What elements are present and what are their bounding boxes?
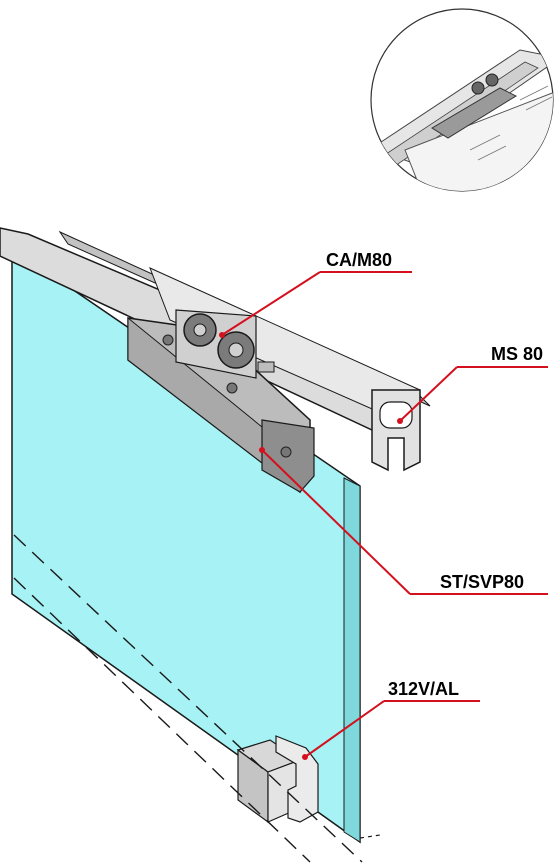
leader-track: [399, 366, 458, 422]
label-carriage: CA/M80: [326, 250, 392, 270]
leader-clamp: [261, 449, 411, 595]
leader-dot-track: [397, 418, 403, 424]
leader-dot-carriage: [219, 332, 225, 338]
leader-dot-floor-guide: [302, 754, 308, 760]
leader-dot-clamp: [259, 447, 265, 453]
leader-floor-guide: [304, 700, 385, 758]
label-floor-guide: 312V/AL: [388, 679, 459, 699]
clamp-screw: [226, 382, 238, 394]
floor-lines: [13, 534, 381, 863]
label-track: MS 80: [491, 344, 543, 364]
label-clamp: ST/SVP80: [440, 572, 524, 592]
detail-inset: [370, 8, 554, 192]
leader-carriage: [221, 271, 321, 336]
leader-lines: [219, 271, 548, 760]
clamp-screw: [162, 334, 174, 346]
glass-panel: [11, 246, 361, 844]
clamp-screw: [280, 446, 292, 458]
